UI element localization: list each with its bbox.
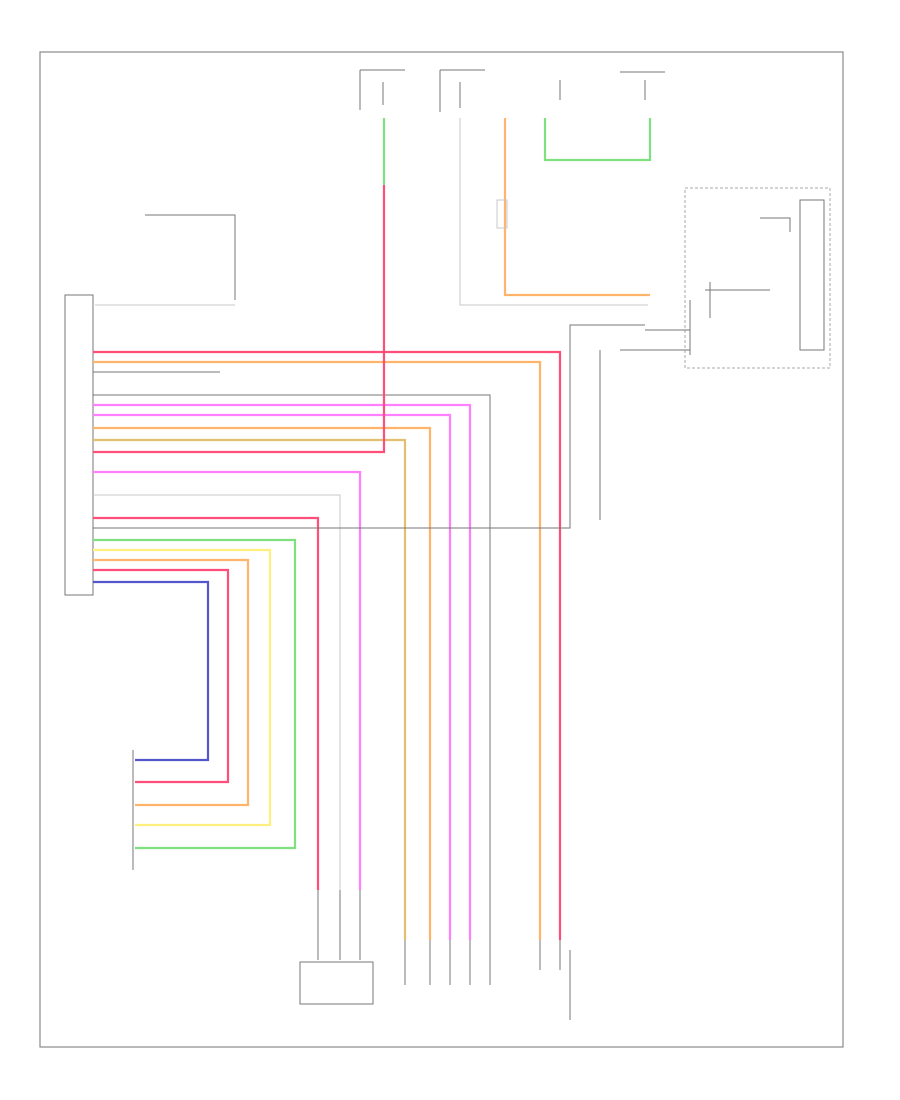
black-wire-to-meter [93, 324, 645, 529]
pink-wire-2 [93, 516, 320, 890]
pink-wire-vertical [93, 185, 386, 454]
magenta-wire-1 [93, 403, 472, 940]
top-fuse-link-2 [439, 69, 485, 112]
blue-wire-low [93, 580, 210, 762]
bottom-mid-pins [404, 940, 491, 985]
magenta-wire-2 [93, 413, 452, 940]
orange-wire-low [93, 558, 250, 807]
orange-wire-1 [93, 360, 542, 940]
ecu-connector [64, 294, 94, 596]
meter-side-module [799, 199, 825, 351]
diagram-frame [39, 51, 844, 1048]
top-fuse-link-1 [359, 69, 405, 110]
black-wire-long [93, 394, 491, 940]
fuse-box-mid [496, 199, 508, 229]
pink-wire-low [93, 568, 230, 784]
green-wire-low [93, 538, 297, 850]
switch-circuit [145, 214, 236, 300]
pink-wire-1 [93, 350, 562, 940]
orange-wire-to-meter [503, 118, 650, 297]
tan-wire [93, 438, 407, 940]
yellow-wire-low [93, 548, 272, 827]
green-wire-loop [543, 118, 652, 162]
combination-meter-box [684, 187, 831, 369]
meter-indicator [760, 217, 791, 232]
bottom-left-pins [317, 890, 361, 960]
bottom-left-connector [299, 961, 374, 1005]
gray-wire-2 [93, 494, 341, 890]
top-fuse-drops [382, 80, 646, 108]
gray-wire-to-meter [459, 118, 648, 306]
orange-wire-2 [93, 426, 432, 940]
magenta-wire-3 [93, 470, 362, 890]
meter-internal-wiring [620, 282, 770, 355]
bottom-right-pins [539, 940, 571, 1020]
